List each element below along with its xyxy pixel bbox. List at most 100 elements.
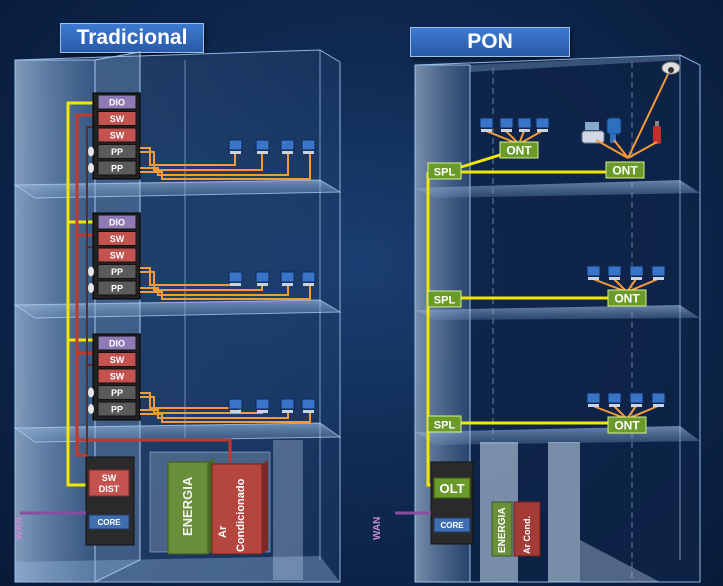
traditional-building [13,49,342,583]
rack-unit [97,160,137,176]
computer-icon [629,392,644,407]
rack-unit-label: PP [111,147,123,157]
computer-icon [499,117,514,132]
pon-title: PON [410,27,570,57]
pon-core-label: CORE [440,521,464,530]
computer-icon [255,398,270,413]
ip-phone-icon [581,122,605,144]
traditional-computers [228,139,316,413]
computer-icon [228,271,243,286]
rack-unit [97,401,137,417]
ont-label: ONT [614,419,640,433]
security-camera-icon [606,117,622,143]
rack-unit [97,214,137,230]
traditional-ar-condicionado-unit: Ar Condicionado [211,460,268,555]
fiber-coil-icon [88,283,94,293]
rack-unit-label: PP [111,284,123,294]
computer-icon [280,398,295,413]
trad-wan-label: WAN [14,517,25,540]
ont-box [607,416,647,434]
computer-icon [535,117,550,132]
ont-box [605,161,645,179]
ont-box [499,141,539,159]
olt-rack: OLT CORE [430,461,474,545]
rack-floor-2: DIO SW SW PP PP [88,212,141,300]
pon-wan-link: WAN [372,511,431,540]
spl-label: SPL [434,295,456,307]
computer-icon [607,392,622,407]
spl-box [427,290,462,308]
fire-extinguisher-icon [653,121,661,144]
computer-icon [651,392,666,407]
computer-icon [301,139,316,154]
computer-icon [280,139,295,154]
ar-label-2: Condicionado [235,478,247,552]
fiber-coil-icon [88,163,94,173]
rack-unit [97,127,137,143]
computer-icon [629,265,644,280]
spl-label: SPL [434,420,456,432]
energia-label: ENERGIA [180,476,195,536]
spl-box [427,415,462,433]
computer-icon [586,265,601,280]
computer-icon [228,398,243,413]
pon-building [414,54,701,583]
fiber-coil-icon [88,146,94,157]
pon-energia-unit: ENERGIA [491,501,513,557]
pon-wan-label: WAN [372,517,383,540]
rack-unit [97,368,137,384]
fiber-coil-icon [88,266,94,277]
spl-box [427,162,462,180]
ont-box [607,289,647,307]
rack-unit [97,144,137,159]
computer-icon [607,265,622,280]
computer-icon [228,139,243,154]
traditional-energia-unit: ENERGIA [167,458,214,555]
pon-energia-label: ENERGIA [497,507,508,553]
rack-unit-label: PP [111,267,123,277]
rack-unit [97,231,137,246]
traditional-title: Tradicional [60,23,204,53]
ont-label: ONT [614,292,640,306]
computer-icon [301,271,316,286]
computer-icon [517,117,532,132]
rack-unit-label: DIO [109,339,125,349]
rack-unit-label: PP [111,164,123,174]
pon-ar-label: Ar Cond. [522,516,532,554]
rack-unit [97,247,137,263]
rack-unit-label: SW [110,251,125,261]
trad-core-label: CORE [97,518,121,527]
rack-unit [97,111,137,126]
computer-icon [301,398,316,413]
rack-unit [97,335,137,351]
rack-unit [97,352,137,367]
pon-ar-cond-unit: Ar Cond. [513,501,541,557]
rack-unit-label: DIO [109,98,125,108]
rack-unit-label: SW [110,131,125,141]
spl-label: SPL [434,167,456,179]
fiber-coil-icon [88,387,94,398]
ont-label: ONT [612,164,638,178]
computer-icon [280,271,295,286]
olt-label: OLT [439,481,464,496]
sw-dist-label-2: DIST [99,484,120,494]
rack-unit [97,94,137,110]
computer-icon [479,117,494,132]
rack-unit-label: PP [111,388,123,398]
computer-icon [255,271,270,286]
rack-unit [97,264,137,279]
rack-unit [97,385,137,400]
rack-unit-label: DIO [109,218,125,228]
sw-dist-label-1: SW [102,473,117,483]
ont-drops: ONT ONT ONT ONT [485,130,659,434]
rack-unit-label: SW [110,355,125,365]
sw-dist-rack: SW DIST CORE [85,456,135,546]
rack-unit-label: SW [110,234,125,244]
ont-label: ONT [506,144,532,158]
rack-unit-label: SW [110,372,125,382]
computer-icon [255,139,270,154]
computer-icon [651,265,666,280]
